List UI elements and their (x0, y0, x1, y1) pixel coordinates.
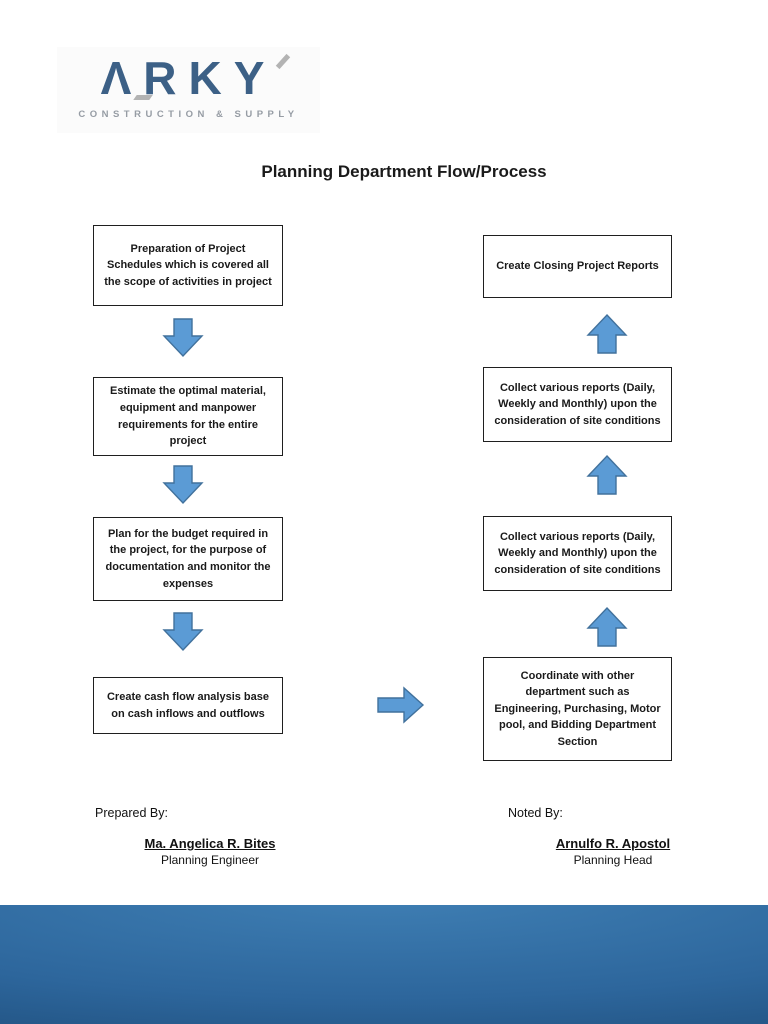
down-arrow-icon (162, 465, 204, 505)
flow-step-collect-reports-2: Collect various reports (Daily, Weekly a… (483, 516, 672, 591)
prepared-by-label: Prepared By: (95, 806, 168, 820)
up-arrow-icon (586, 313, 628, 354)
document-page: ΛRKY CONSTRUCTION & SUPPLY Planning Depa… (57, 47, 703, 868)
flow-step-label: Create Closing Project Reports (496, 260, 659, 273)
flow-step-label: Coordinate with other department such as… (494, 669, 661, 748)
down-arrow-icon (162, 318, 204, 358)
flow-step-cash-flow-analysis: Create cash flow analysis base on cash i… (93, 677, 283, 734)
flow-step-label: Create cash flow analysis base on cash i… (106, 690, 270, 720)
flow-step-estimate-requirements: Estimate the optimal material, equipment… (93, 377, 283, 456)
right-arrow-icon (377, 686, 425, 724)
logo-brand-text: ΛRKY (100, 52, 277, 104)
noted-by-signature: Arnulfo R. Apostol Planning Head (523, 835, 703, 868)
company-logo: ΛRKY CONSTRUCTION & SUPPLY (57, 47, 320, 133)
prepared-by-name: Ma. Angelica R. Bites (144, 836, 276, 851)
flow-step-coordinate-departments: Coordinate with other department such as… (483, 657, 672, 761)
noted-by-label: Noted By: (508, 806, 563, 820)
prepared-by-signature: Ma. Angelica R. Bites Planning Engineer (120, 835, 300, 868)
flow-step-label: Estimate the optimal material, equipment… (110, 385, 266, 448)
flow-step-label: Plan for the budget required in the proj… (105, 527, 271, 590)
noted-by-title: Planning Head (573, 853, 653, 867)
up-arrow-icon (586, 606, 628, 647)
page-title: Planning Department Flow/Process (261, 162, 547, 181)
flow-step-plan-budget: Plan for the budget required in the proj… (93, 517, 283, 601)
down-arrow-icon (162, 612, 204, 652)
flow-step-prepare-schedules: Preparation of Project Schedules which i… (93, 225, 283, 306)
noted-by-name: Arnulfo R. Apostol (555, 836, 671, 851)
prepared-by-title: Planning Engineer (160, 853, 260, 867)
flow-step-closing-reports: Create Closing Project Reports (483, 235, 672, 298)
flow-step-collect-reports-1: Collect various reports (Daily, Weekly a… (483, 367, 672, 442)
logo-tagline: CONSTRUCTION & SUPPLY (78, 109, 299, 120)
flow-step-label: Preparation of Project Schedules which i… (104, 242, 272, 288)
up-arrow-icon (586, 454, 628, 495)
flow-step-label: Collect various reports (Daily, Weekly a… (494, 381, 661, 427)
viewer-background-band (0, 905, 768, 1024)
flow-step-label: Collect various reports (Daily, Weekly a… (494, 530, 661, 576)
